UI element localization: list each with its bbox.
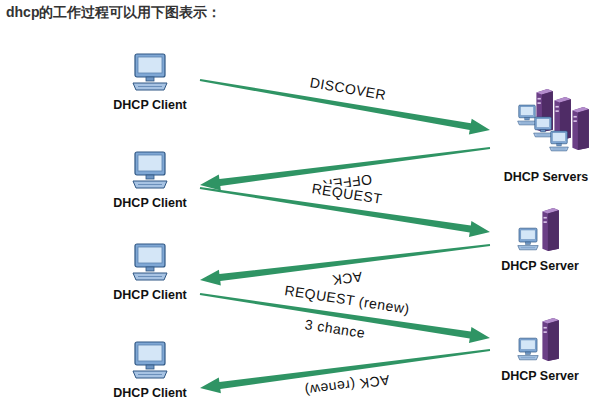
node-label: DHCP Server bbox=[490, 369, 590, 383]
client-computer-icon bbox=[100, 240, 200, 282]
server-icon bbox=[490, 315, 590, 365]
server-node: DHCP Server bbox=[490, 205, 590, 273]
message-label: ACK bbox=[329, 269, 365, 288]
message-label: REQUEST (renew) bbox=[282, 283, 413, 317]
client-computer-icon bbox=[100, 148, 200, 190]
diagram-title: dhcp的工作过程可以用下图表示： bbox=[6, 4, 221, 22]
node-label: DHCP Server bbox=[490, 259, 590, 273]
client-node: DHCP Client bbox=[100, 148, 200, 210]
node-label: DHCP Client bbox=[100, 386, 200, 400]
server-icon bbox=[490, 205, 590, 255]
node-label: DHCP Client bbox=[100, 98, 200, 112]
server-icon bbox=[490, 86, 602, 166]
node-label: DHCP Client bbox=[100, 288, 200, 302]
client-node: DHCP Client bbox=[100, 50, 200, 112]
client-computer-icon bbox=[100, 338, 200, 380]
server-node: DHCP Server bbox=[490, 315, 590, 383]
client-node: DHCP Client bbox=[100, 338, 200, 400]
client-node: DHCP Client bbox=[100, 240, 200, 302]
message-label: ACK (renew) bbox=[302, 372, 393, 399]
client-computer-icon bbox=[100, 50, 200, 92]
node-label: DHCP Servers bbox=[490, 170, 602, 184]
server-node: DHCP Servers bbox=[490, 86, 602, 184]
node-label: DHCP Client bbox=[100, 196, 200, 210]
